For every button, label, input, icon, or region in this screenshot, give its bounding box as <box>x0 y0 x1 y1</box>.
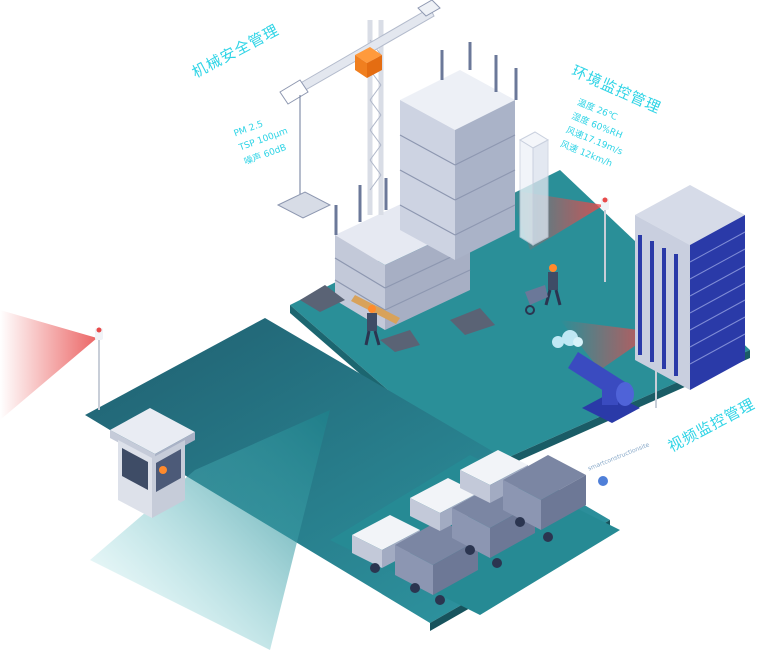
fog-cannon <box>552 330 640 423</box>
gate-light-beam <box>90 410 330 650</box>
alarm-beam-right <box>560 320 655 370</box>
guard-booth <box>110 408 195 518</box>
worker-with-wheelbarrow <box>525 264 562 315</box>
blue-highrise-building <box>635 185 746 390</box>
truck-3 <box>460 450 586 542</box>
building-under-construction <box>300 42 518 352</box>
glass-cabinet <box>518 131 550 246</box>
alarm-pole-mid <box>601 197 609 282</box>
worker-with-beam <box>351 295 400 346</box>
crane-cab <box>355 47 382 78</box>
globe-icon <box>598 476 608 486</box>
alarm-pole-left <box>95 327 103 410</box>
alarm-beam-left <box>0 310 97 420</box>
